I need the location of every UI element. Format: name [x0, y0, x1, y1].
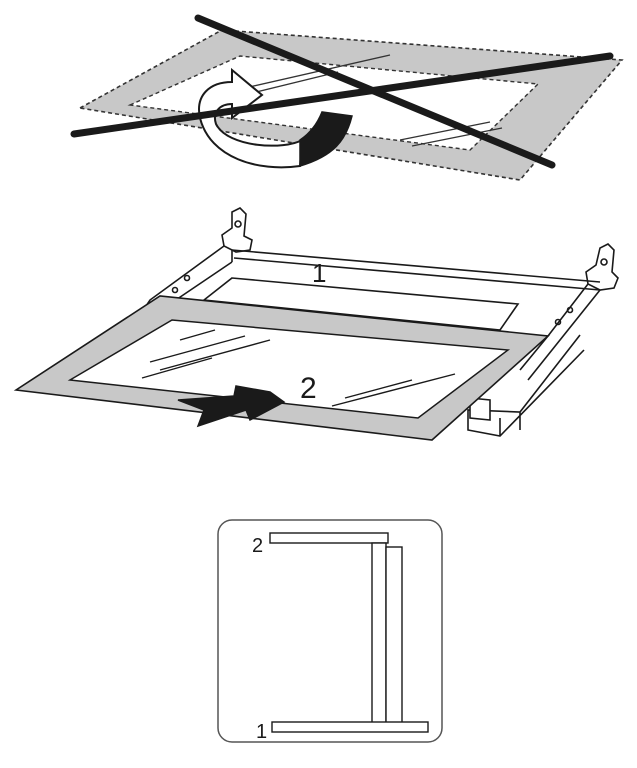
- bottom-channel: [467, 334, 585, 437]
- label-top-rail: 2: [252, 535, 263, 557]
- inner-glass-panel: [201, 277, 520, 331]
- bottom-rail: [271, 721, 429, 733]
- vertical-glass-right: [385, 546, 403, 724]
- slide-out-arrow-icon: [177, 385, 286, 428]
- flip-arrow-dark: [299, 111, 353, 168]
- outer-glass-pane: [67, 319, 511, 419]
- top-figure-incorrect: [70, 14, 624, 181]
- flip-arrow-icon: [198, 67, 304, 169]
- bottom-figure-inset: [217, 519, 443, 743]
- door-frame-back: [231, 249, 601, 291]
- top-rail: [269, 532, 389, 544]
- label-outer-panel: 2: [300, 372, 317, 405]
- hinge-right: [585, 243, 619, 291]
- middle-figure-correct: [13, 207, 619, 441]
- door-frame-right: [519, 283, 601, 381]
- glare-lines-middle: [141, 329, 456, 407]
- vertical-glass-left: [371, 542, 387, 724]
- label-bottom-rail: 1: [256, 721, 267, 743]
- hinge-left: [221, 207, 253, 253]
- prohibited-cross-icon: [70, 14, 614, 169]
- label-inner-panel: 1: [312, 258, 326, 288]
